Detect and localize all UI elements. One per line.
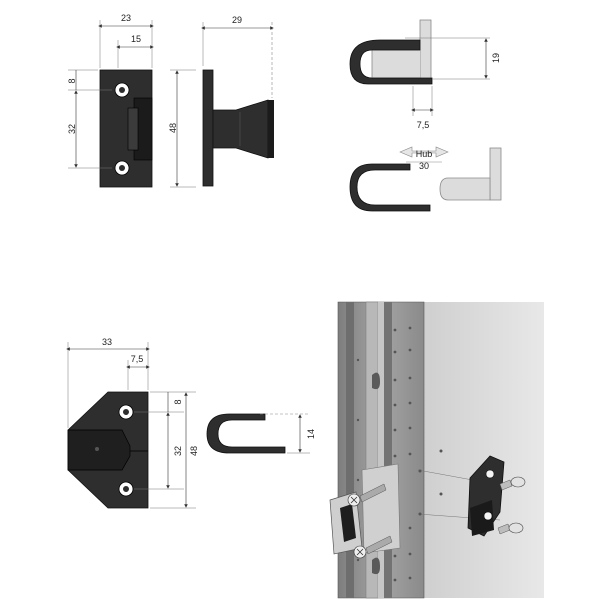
dim-bottom-height: 48 <box>189 446 199 456</box>
dim-bottom-hole-offset: 8 <box>173 399 183 404</box>
screw-icon <box>499 476 526 491</box>
travel-value: 30 <box>419 161 429 171</box>
dim-height: 48 <box>168 123 178 133</box>
dim-top-depth: 29 <box>232 15 242 25</box>
travel-label: Hub <box>416 149 433 159</box>
dim-hook-gap: 7,5 <box>417 120 430 130</box>
screw-icon <box>347 483 387 507</box>
cabinet-installation-view <box>329 301 544 599</box>
dim-top-width: 23 <box>121 13 131 23</box>
bracket-side-view: 29 <box>201 15 274 187</box>
screw-hole-icon <box>114 160 130 176</box>
mounting-plate <box>361 463 401 554</box>
small-hook-profile: 14 <box>206 413 316 454</box>
dim-bottom-width: 33 <box>102 337 112 347</box>
hook-detail: 19 7,5 <box>349 19 501 130</box>
dim-hook-height: 19 <box>491 53 501 63</box>
dim-hole-offset: 8 <box>67 78 77 83</box>
screw-hole-icon <box>114 82 130 98</box>
dim-bottom-hole-pitch: 32 <box>173 446 183 456</box>
dim-top-inner: 15 <box>131 34 141 44</box>
screw-icon <box>497 522 524 535</box>
dim-small-hook-height: 14 <box>306 429 316 439</box>
screw-hole-icon <box>118 404 134 420</box>
angled-bracket-view: 33 7,5 8 32 48 <box>66 337 199 509</box>
bracket-front-view: 23 15 8 32 48 <box>67 13 196 188</box>
travel-detail: Hub 30 <box>349 146 502 212</box>
screw-icon <box>353 535 393 559</box>
panel-face <box>424 302 544 598</box>
dim-hole-pitch: 32 <box>67 124 77 134</box>
screw-hole-icon <box>118 481 134 497</box>
dim-bottom-offset: 7,5 <box>131 354 144 364</box>
